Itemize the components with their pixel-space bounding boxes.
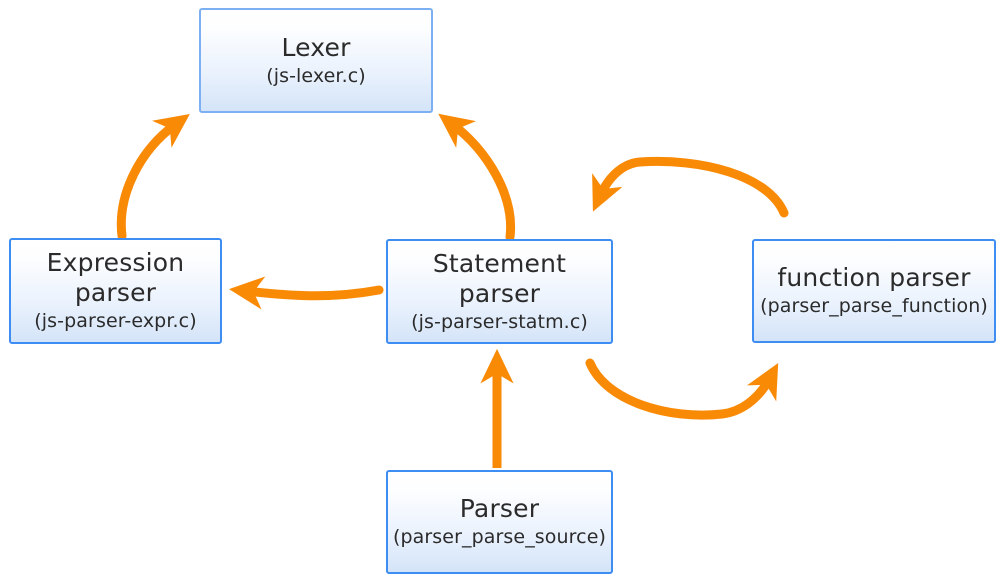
node-function-parser-title: function parser bbox=[777, 263, 971, 292]
node-expression-parser-subtitle: (js-parser-expr.c) bbox=[34, 310, 197, 332]
node-lexer-subtitle: (js-lexer.c) bbox=[266, 64, 366, 87]
node-function-parser[interactable]: function parser (parser_parse_function) bbox=[752, 239, 996, 343]
node-statement-parser-subtitle: (js-parser-statm.c) bbox=[411, 310, 588, 333]
node-parser-subtitle: (parser_parse_source) bbox=[392, 526, 607, 548]
edge-statement-to-lexer bbox=[438, 113, 516, 242]
edge-function-to-statement bbox=[592, 156, 789, 218]
edge-statement-to-function bbox=[585, 358, 779, 420]
node-function-parser-subtitle: (parser_parse_function) bbox=[760, 295, 988, 317]
node-lexer[interactable]: Lexer (js-lexer.c) bbox=[199, 8, 433, 113]
edge-expression-to-lexer bbox=[116, 113, 190, 241]
node-statement-parser-title2: parser bbox=[458, 278, 541, 308]
node-expression-parser[interactable]: Expression parser (js-parser-expr.c) bbox=[9, 238, 222, 344]
node-parser-title: Parser bbox=[459, 494, 540, 523]
node-expression-parser-title2: parser bbox=[74, 278, 157, 307]
edge-statement-to-expression bbox=[229, 276, 384, 310]
node-statement-parser[interactable]: Statement parser (js-parser-statm.c) bbox=[386, 239, 613, 344]
node-statement-parser-title: Statement bbox=[432, 248, 567, 278]
node-parser[interactable]: Parser (parser_parse_source) bbox=[386, 470, 613, 574]
node-expression-parser-title: Expression bbox=[46, 248, 185, 277]
node-lexer-title: Lexer bbox=[281, 32, 351, 62]
